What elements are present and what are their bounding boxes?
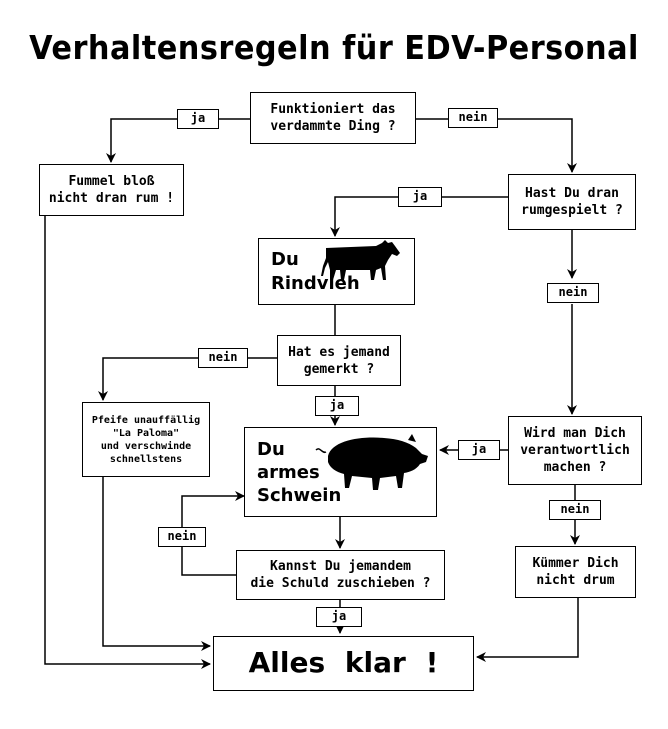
label-nein-schuld: nein	[158, 527, 206, 547]
node-gemerkt: Hat es jemand gemerkt ?	[277, 335, 401, 386]
node-verantwortlich-line-3: machen ?	[543, 460, 607, 475]
node-funktioniert-line-2: verdammte Ding ?	[270, 119, 396, 134]
edge-rumgespielt-ja	[330, 196, 508, 237]
node-pfeife-line-3: und verschwinde	[100, 440, 192, 452]
node-pfeife-line-1: Pfeife unauffällig	[91, 414, 201, 426]
node-rumgespielt-line-2: rumgespielt ?	[521, 203, 623, 218]
node-gemerkt-line-1: Hat es jemand	[288, 344, 390, 360]
node-gemerkt-line-2: gemerkt ?	[303, 361, 375, 377]
node-schwein-line-1: Du	[257, 438, 285, 460]
node-kuemmer-line-1: Kümmer Dich	[532, 556, 619, 571]
node-schuld-line-1: Kannst Du jemandem	[270, 559, 411, 574]
node-kuemmer: Kümmer Dich nicht drum	[515, 546, 636, 598]
label-nein-rumgespielt: nein	[547, 283, 599, 303]
edge-gemerkt-nein	[98, 357, 277, 401]
node-rumgespielt: Hast Du dran rumgespielt ?	[508, 174, 636, 230]
node-pfeife-line-2: "La Paloma"	[112, 427, 180, 439]
label-ja-funktioniert: ja	[177, 109, 219, 129]
node-fummel-line-2: nicht dran rum !	[48, 191, 175, 206]
node-verantwortlich: Wird man Dich verantwortlich machen ?	[508, 416, 642, 485]
node-fummel-line-1: Fummel bloß	[68, 174, 155, 189]
pig-silhouette-icon	[315, 434, 428, 490]
node-final: Alles klar !	[213, 636, 474, 691]
label-nein-funktioniert: nein	[448, 108, 498, 128]
page-title: Verhaltensregeln für EDV-Personal	[29, 28, 639, 67]
node-rindvieh-line-1: Du	[271, 248, 299, 270]
node-verantwortlich-line-2: verantwortlich	[520, 443, 630, 458]
cow-silhouette-icon	[321, 240, 400, 280]
node-schwein-line-3: Schwein	[257, 484, 342, 506]
node-rumgespielt-line-1: Hast Du dran	[525, 186, 619, 201]
edge-pfeife-final	[102, 477, 211, 651]
label-nein-verantwortlich: nein	[549, 500, 601, 520]
node-pfeife-line-4: schnellstens	[109, 453, 183, 465]
label-ja-verantwortlich: ja	[458, 440, 500, 460]
node-schuld: Kannst Du jemandem die Schuld zuschieben…	[236, 550, 445, 600]
edge-fummel-final	[44, 216, 211, 669]
node-funktioniert-line-1: Funktioniert das	[270, 102, 396, 117]
node-funktioniert: Funktioniert das verdammte Ding ?	[250, 92, 416, 144]
label-ja-rumgespielt: ja	[398, 187, 442, 207]
node-verantwortlich-line-1: Wird man Dich	[524, 426, 626, 441]
label-ja-schuld: ja	[316, 607, 362, 627]
node-kuemmer-line-2: nicht drum	[536, 573, 615, 588]
node-schwein-line-2: armes	[257, 461, 320, 483]
node-fummel: Fummel bloß nicht dran rum !	[39, 164, 184, 216]
label-ja-gemerkt: ja	[315, 396, 359, 416]
label-nein-gemerkt: nein	[198, 348, 248, 368]
node-pfeife: Pfeife unauffällig "La Paloma" und versc…	[82, 402, 210, 477]
node-schuld-line-2: die Schuld zuschieben ?	[250, 576, 431, 591]
edge-kuemmer-final	[476, 598, 579, 662]
node-rindvieh-line-2: Rindvieh	[271, 272, 360, 294]
